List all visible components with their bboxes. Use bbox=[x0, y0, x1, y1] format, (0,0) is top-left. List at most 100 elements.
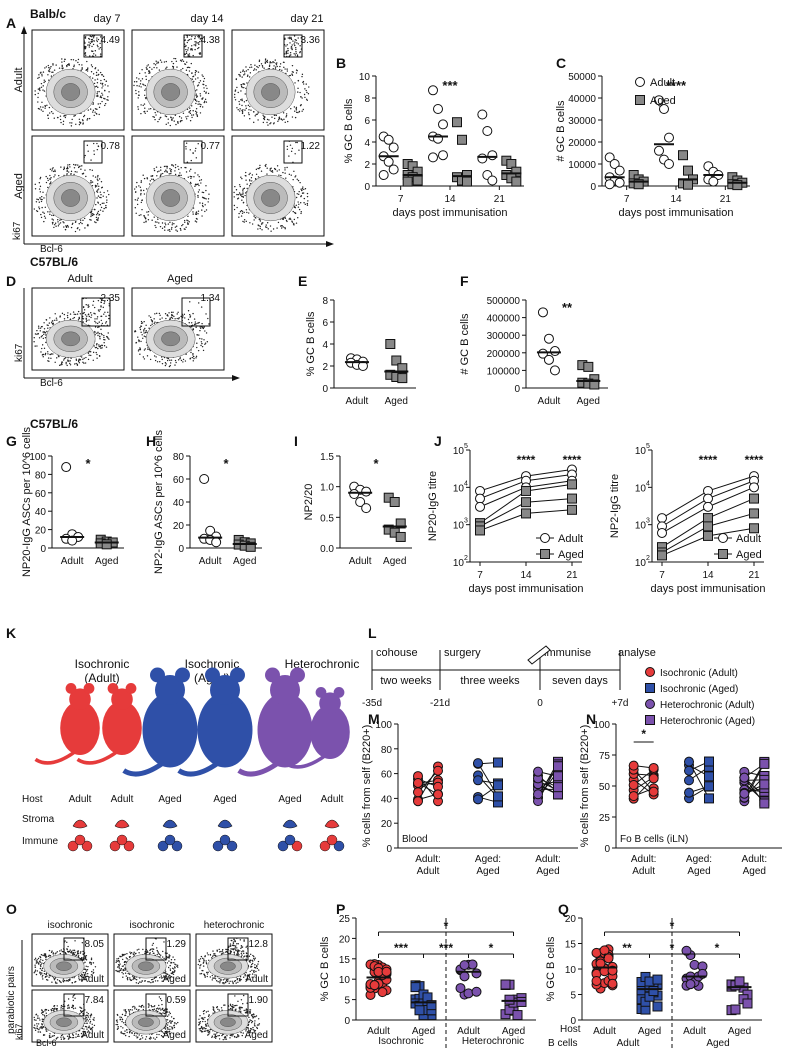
flow-event bbox=[255, 173, 258, 175]
flow-event bbox=[307, 93, 310, 95]
flow-event bbox=[169, 968, 172, 970]
flow-event bbox=[174, 359, 177, 362]
flow-event bbox=[207, 317, 209, 320]
flow-event bbox=[263, 117, 266, 119]
flow-event bbox=[161, 362, 164, 365]
flow-event bbox=[298, 110, 301, 113]
flow-event bbox=[266, 226, 268, 229]
flow-event bbox=[159, 117, 161, 119]
flow-event bbox=[90, 963, 92, 966]
flow-event bbox=[88, 41, 90, 43]
flow-event bbox=[135, 77, 138, 79]
flow-event bbox=[95, 214, 98, 216]
flow-event bbox=[292, 40, 294, 42]
flow-event bbox=[50, 353, 53, 355]
flow-plot-o bbox=[31, 933, 109, 987]
flow-event bbox=[44, 80, 46, 83]
flow-event bbox=[197, 42, 200, 44]
flow-event bbox=[165, 123, 167, 126]
flow-event bbox=[143, 329, 145, 331]
flow-event bbox=[37, 77, 39, 80]
flow-event bbox=[201, 191, 204, 193]
flow-event bbox=[107, 337, 109, 339]
flow-event bbox=[257, 66, 259, 69]
flow-event bbox=[96, 197, 98, 199]
flow-event bbox=[42, 356, 44, 358]
flow-event bbox=[94, 86, 97, 88]
flow-event bbox=[71, 223, 74, 225]
flow-event bbox=[49, 178, 51, 181]
flow-event bbox=[164, 170, 166, 173]
flow-event bbox=[86, 119, 88, 121]
flow-event bbox=[251, 174, 254, 176]
flow-event bbox=[61, 312, 64, 315]
flow-event bbox=[69, 313, 72, 315]
flow-event bbox=[233, 204, 236, 207]
flow-plot-a bbox=[131, 29, 225, 131]
flow-event bbox=[49, 211, 51, 213]
flow-event bbox=[283, 118, 285, 121]
flow-event bbox=[245, 209, 248, 211]
flow-event bbox=[202, 965, 205, 967]
flow-event bbox=[94, 208, 96, 211]
flow-event bbox=[140, 190, 142, 192]
flow-event bbox=[40, 109, 43, 111]
flow-event bbox=[99, 42, 101, 45]
flow-event bbox=[75, 123, 77, 125]
flow-event bbox=[91, 169, 94, 172]
flow-event bbox=[269, 168, 271, 170]
flow-event bbox=[165, 169, 167, 171]
flow-event bbox=[42, 337, 45, 340]
flow-event bbox=[194, 45, 197, 47]
flow-event bbox=[99, 102, 102, 105]
flow-event bbox=[169, 362, 172, 364]
flow-event bbox=[295, 39, 297, 41]
flow-event bbox=[44, 107, 46, 109]
flow-event bbox=[173, 120, 175, 122]
flow-event bbox=[238, 212, 240, 215]
flow-event bbox=[85, 356, 87, 359]
flow-event bbox=[71, 950, 73, 952]
flow-event bbox=[152, 942, 155, 945]
gate-percentage: 1.34 bbox=[201, 293, 221, 304]
flow-event bbox=[73, 64, 75, 66]
flow-event bbox=[238, 184, 241, 186]
flow-event bbox=[34, 957, 37, 960]
flow-event bbox=[70, 170, 73, 173]
flow-event bbox=[240, 215, 243, 217]
flow-event bbox=[136, 199, 139, 201]
flow-event bbox=[251, 962, 254, 965]
flow-event bbox=[198, 189, 201, 191]
flow-event bbox=[94, 111, 96, 113]
flow-event bbox=[298, 193, 300, 196]
flow-event bbox=[171, 226, 173, 229]
flow-event bbox=[121, 965, 124, 967]
flow-event bbox=[279, 63, 282, 65]
flow-event bbox=[95, 39, 98, 41]
flow-event bbox=[293, 43, 295, 45]
flow-event bbox=[254, 178, 257, 180]
flow-event bbox=[156, 175, 158, 177]
flow-event bbox=[284, 38, 286, 41]
flow-event bbox=[291, 47, 293, 49]
flow-event bbox=[209, 954, 212, 956]
flow-event bbox=[250, 64, 252, 66]
flow-event bbox=[201, 202, 204, 205]
flow-event bbox=[167, 223, 170, 225]
flow-event bbox=[297, 37, 299, 39]
flow-event bbox=[79, 952, 82, 954]
flow-event bbox=[223, 982, 225, 985]
flow-event bbox=[271, 169, 274, 172]
flow-event bbox=[190, 177, 192, 180]
flow-event bbox=[167, 966, 170, 969]
flow-event bbox=[242, 201, 245, 204]
panel-letter-K: K bbox=[6, 625, 16, 641]
flow-event bbox=[169, 168, 171, 170]
flow-event bbox=[291, 73, 293, 75]
flow-event bbox=[91, 65, 94, 68]
flow-event bbox=[201, 98, 203, 100]
flow-event bbox=[144, 980, 146, 982]
flow-event bbox=[287, 120, 289, 123]
arrow-head bbox=[326, 241, 334, 247]
flow-event bbox=[234, 90, 236, 92]
